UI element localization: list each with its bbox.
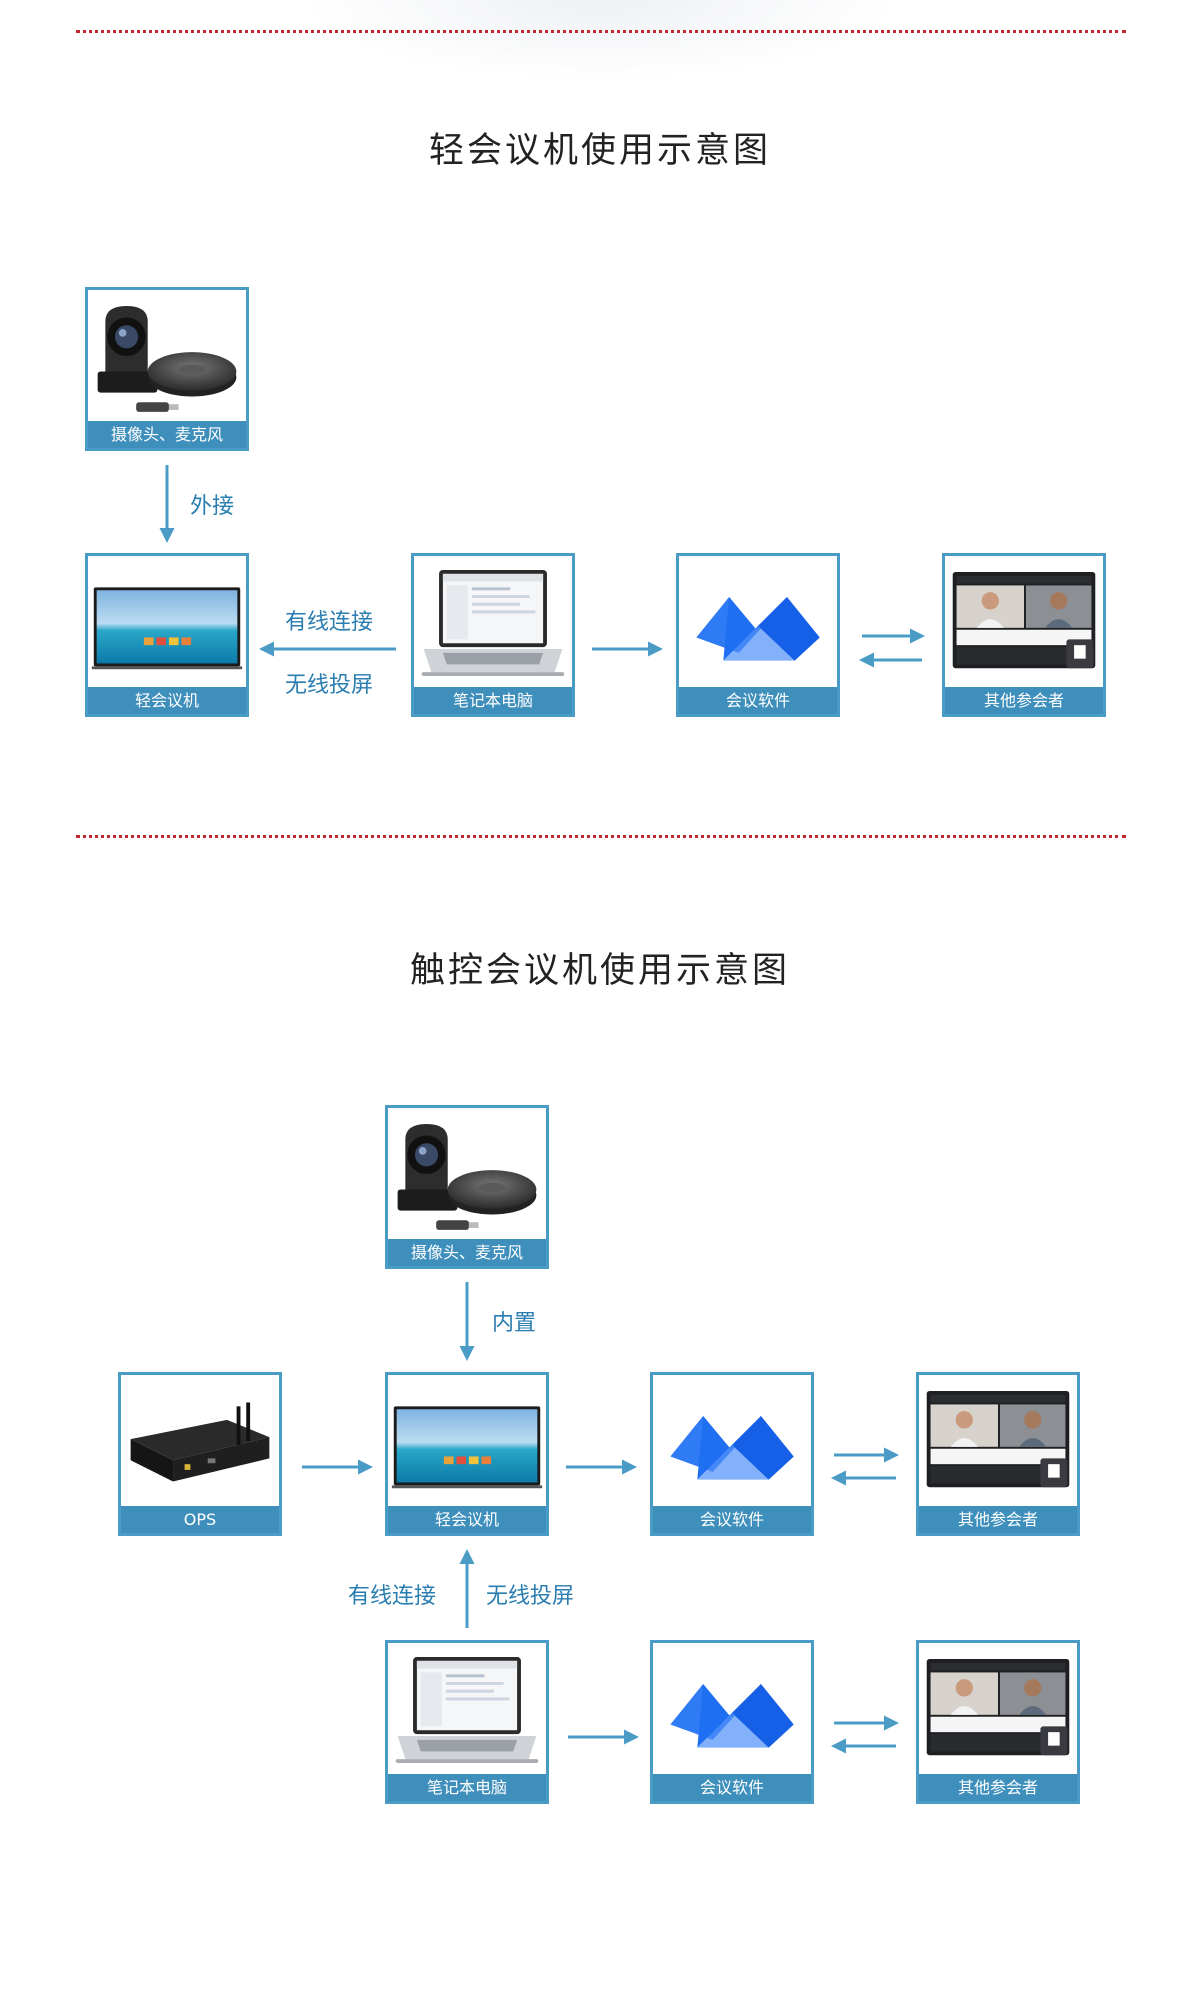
- section2-camera-card: 摄像头、麦克风: [385, 1105, 549, 1269]
- section2-participants-caption-2: 其他参会者: [919, 1774, 1077, 1801]
- camera-icon: [88, 290, 246, 424]
- section2-camera-caption: 摄像头、麦克风: [388, 1239, 546, 1266]
- section1-participants-card: 其他参会者: [942, 553, 1106, 717]
- section2-participants-card: 其他参会者: [916, 1372, 1080, 1536]
- divider-middle: [76, 835, 1126, 838]
- section2-software-caption-2: 会议软件: [653, 1774, 811, 1801]
- section1-participants-caption: 其他参会者: [945, 687, 1103, 714]
- section2-ops-caption: OPS: [121, 1506, 279, 1533]
- video-call-icon: [945, 556, 1103, 690]
- section2-software-card: 会议软件: [650, 1372, 814, 1536]
- display-icon: [388, 1375, 546, 1509]
- section1-device-card: 轻会议机: [85, 553, 249, 717]
- laptop-icon: [414, 556, 572, 690]
- section1-external-label: 外接: [190, 494, 235, 519]
- section2-wireless-label: 无线投屏: [486, 1584, 575, 1609]
- section1-title: 轻会议机使用示意图: [428, 131, 771, 171]
- section1-camera-card: 摄像头、麦克风: [85, 287, 249, 451]
- camera-icon: [388, 1108, 546, 1242]
- section1-wired-label: 有线连接: [285, 610, 374, 635]
- section2-software-caption: 会议软件: [653, 1506, 811, 1533]
- display-icon: [88, 556, 246, 690]
- header-glow: [300, 0, 900, 80]
- section2-laptop-caption: 笔记本电脑: [388, 1774, 546, 1801]
- section2-device-caption: 轻会议机: [388, 1506, 546, 1533]
- laptop-icon: [388, 1643, 546, 1777]
- section1-camera-caption: 摄像头、麦克风: [88, 421, 246, 448]
- section2-participants-caption: 其他参会者: [919, 1506, 1077, 1533]
- meeting-software-logo-icon: [679, 556, 837, 690]
- section2-title: 触控会议机使用示意图: [409, 951, 790, 991]
- section2-builtin-label: 内置: [492, 1311, 537, 1336]
- meeting-software-logo-icon: [653, 1643, 811, 1777]
- section1-wireless-label: 无线投屏: [285, 673, 374, 698]
- section2-software-card-2: 会议软件: [650, 1640, 814, 1804]
- section1-software-card: 会议软件: [676, 553, 840, 717]
- section2-device-card: 轻会议机: [385, 1372, 549, 1536]
- section1-laptop-caption: 笔记本电脑: [414, 687, 572, 714]
- section1-software-caption: 会议软件: [679, 687, 837, 714]
- section2-ops-card: OPS: [118, 1372, 282, 1536]
- section2-wired-label: 有线连接: [348, 1584, 437, 1609]
- section2-participants-card-2: 其他参会者: [916, 1640, 1080, 1804]
- video-call-icon: [919, 1643, 1077, 1777]
- section1-laptop-card: 笔记本电脑: [411, 553, 575, 717]
- divider-top: [76, 30, 1126, 33]
- section2-laptop-card: 笔记本电脑: [385, 1640, 549, 1804]
- meeting-software-logo-icon: [653, 1375, 811, 1509]
- ops-box-icon: [121, 1375, 279, 1509]
- video-call-icon: [919, 1375, 1077, 1509]
- section1-device-caption: 轻会议机: [88, 687, 246, 714]
